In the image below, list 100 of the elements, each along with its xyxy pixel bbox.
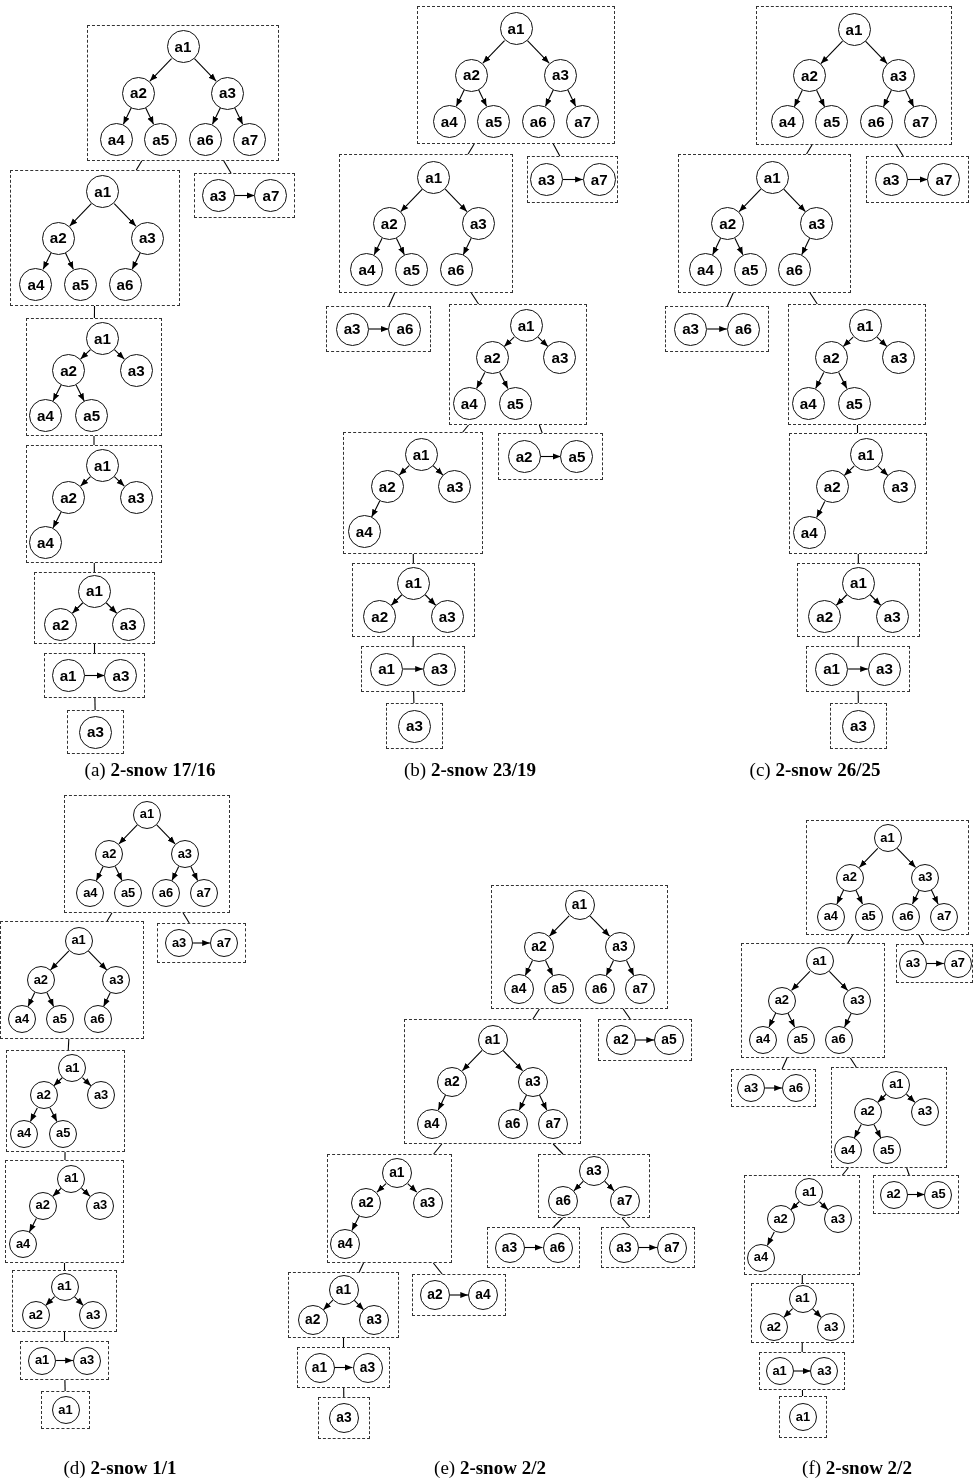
tree-node: a7 [904,105,938,139]
tree-node: a4 [688,253,722,287]
dashed-box [12,1270,117,1332]
arrow [478,89,488,107]
connector-line [906,1167,910,1176]
dashed-box [449,304,587,425]
tree-node: a1 [51,1396,80,1424]
tree-node: a1 [64,926,93,955]
tree-node: a1 [848,309,882,343]
connector-line [93,435,95,446]
arrow [816,501,826,519]
arrow [234,107,244,125]
tree-node: a3 [430,600,464,634]
dashed-box [297,1347,390,1388]
dashed-box [386,703,443,749]
dashed-box [67,710,124,754]
tree-node: a5 [786,1025,815,1054]
tree-node: a3 [130,221,164,255]
tree-node: a4 [19,267,53,301]
dashed-box [34,572,155,644]
arrow [548,915,570,937]
arrow [838,372,848,390]
arrow [562,176,584,183]
tree-node: a2 [835,863,864,892]
caption: (b) 2-snow 23/19 [404,759,536,781]
connector-line [538,424,543,434]
tree-node: a3 [543,341,577,375]
dashed-box [866,156,969,203]
arrow [847,665,869,673]
tree-node: a4 [816,902,845,931]
arrow [712,237,722,256]
connector-line [93,643,96,654]
arrow [882,89,892,108]
arrow [368,325,389,333]
tree-node: a3 [201,179,235,212]
tree-node: a2 [351,1187,382,1218]
arrow [801,237,811,256]
tree-node: a3 [874,163,908,196]
arrow [80,1187,91,1197]
arrow [853,1123,862,1139]
arrow [896,847,917,868]
arrow [787,1012,796,1028]
tree-node: a4 [452,386,486,420]
arrow [27,992,36,1008]
arrow [145,107,155,125]
arrow [95,866,104,882]
tree-node: a6 [497,1108,528,1139]
dashed-box [44,653,145,698]
tree-node: a3 [800,207,834,240]
connector-line [64,1151,66,1161]
arrow [907,1191,925,1198]
tree-node: a5 [654,1025,684,1055]
tree-node: a3 [494,1232,525,1263]
connector-line [94,697,96,711]
arrow [537,336,549,348]
tree-node: a4 [99,122,133,156]
tree-node: a1 [370,652,404,686]
arrow [907,176,928,183]
arrow [538,1094,548,1111]
arrow [444,188,468,213]
tree-node: a3 [899,949,927,978]
dashed-box [831,1067,947,1168]
connector-line [841,1167,849,1176]
tree-node: a4 [747,1243,775,1272]
arrow [113,476,125,487]
tree-node: a3 [810,1357,839,1385]
arrow [791,970,811,991]
arrow [524,959,534,977]
arrow [877,1093,887,1103]
dashed-box [741,943,885,1058]
tree-node: a1 [28,1346,57,1375]
arrow [55,1357,74,1364]
arrow [29,1107,38,1122]
arrow [376,1183,387,1193]
arrow [462,237,472,256]
tree-node: a4 [330,1228,361,1259]
connector-line [726,292,734,307]
dashed-box [326,306,431,352]
tree-node: a3 [867,652,901,686]
arrow [793,89,803,108]
tree-node: a5 [64,267,97,301]
arrow [738,188,762,213]
connector-line [809,292,818,305]
tree-node: a7 [930,902,959,931]
tree-node: a7 [609,1186,640,1217]
dashed-box [896,944,973,983]
tree-node: a4 [792,515,826,549]
arrow [105,602,118,614]
arrow [64,252,74,270]
tree-node: a3 [170,840,199,868]
tree-node: a4 [834,1136,862,1165]
arrow [926,960,945,967]
tree-node: a5 [733,253,767,287]
arrow [905,89,915,108]
arrow [171,866,180,882]
tree-node: a3 [605,932,635,962]
connector-line [462,424,470,433]
tree-node: a2 [524,932,554,962]
arrow [103,992,111,1008]
dashed-box [527,156,618,203]
